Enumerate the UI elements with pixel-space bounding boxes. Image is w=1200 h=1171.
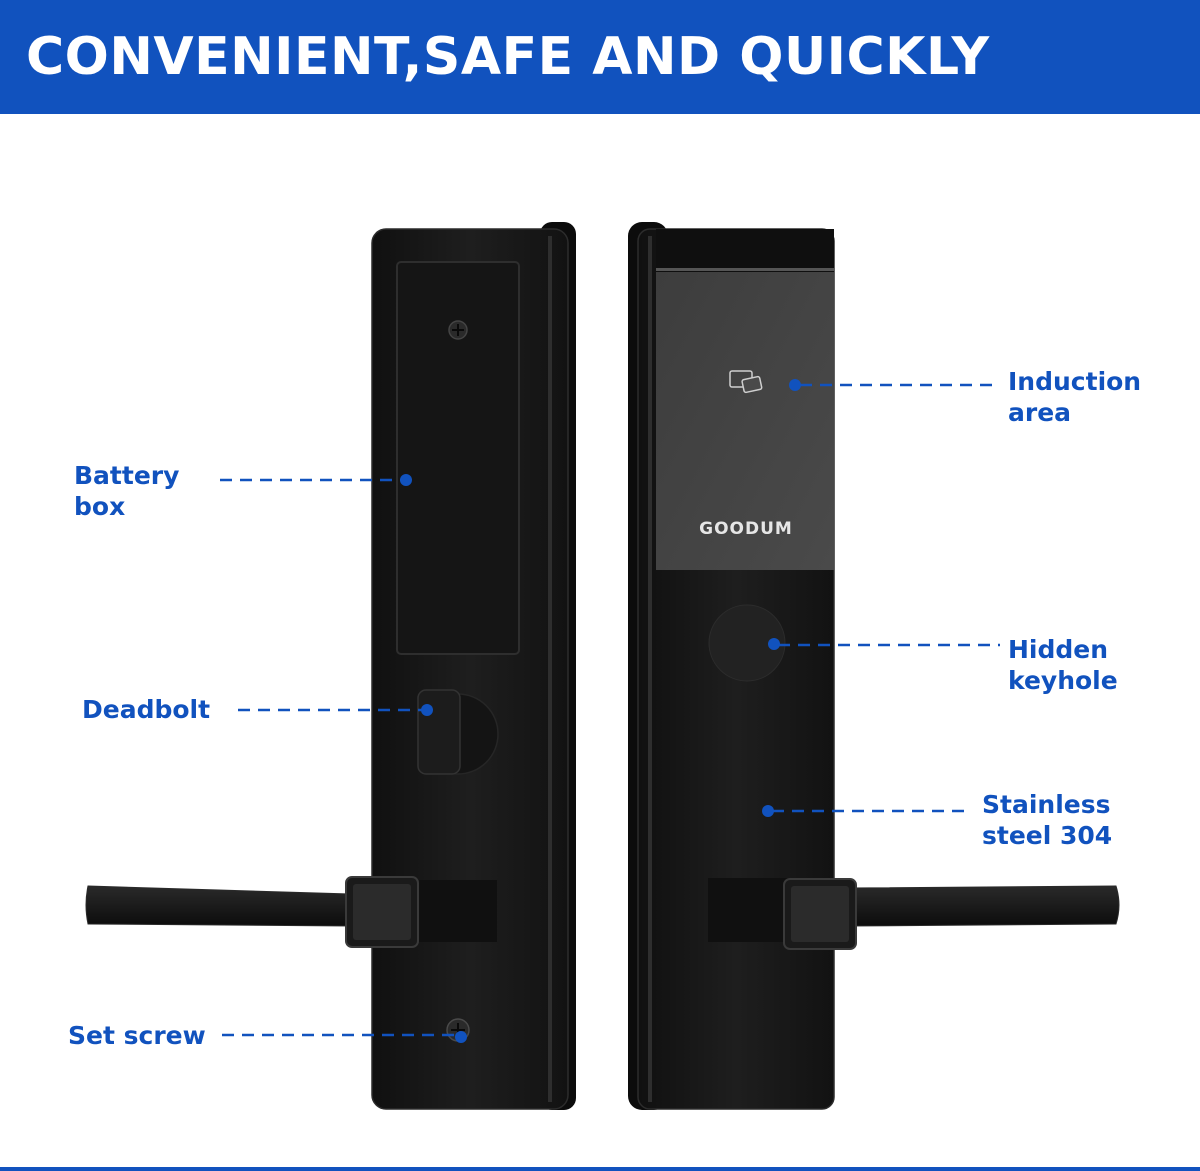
set-screw-dot xyxy=(455,1031,467,1043)
bottom-accent-line xyxy=(0,1167,1200,1171)
battery-box-cover xyxy=(396,261,520,655)
inside-lever-handle xyxy=(85,876,497,948)
hidden-keyhole-dot xyxy=(768,638,780,650)
deadbolt-label-line1: Deadbolt xyxy=(82,695,211,724)
hidden-keyhole-cover xyxy=(708,604,786,682)
induction-area-label: Induction area xyxy=(1008,366,1141,428)
hidden-keyhole-label-line1: Hidden xyxy=(1008,635,1109,664)
set-screw-label-line1: Set screw xyxy=(68,1021,206,1050)
deadbolt-dot xyxy=(421,704,433,716)
card-reader-icon xyxy=(729,370,763,394)
battery-box-dot xyxy=(400,474,412,486)
battery-box-label-line1: Battery xyxy=(74,461,180,490)
deadbolt-thumbturn xyxy=(417,689,499,775)
hidden-keyhole-label: Hidden keyhole xyxy=(1008,634,1118,696)
stainless-steel-label: Stainless steel 304 xyxy=(982,789,1112,851)
set-screw-label: Set screw xyxy=(68,1020,206,1051)
page-title: CONVENIENT,SAFE AND QUICKLY xyxy=(26,27,990,87)
induction-glass-panel xyxy=(656,229,834,570)
outside-lever-handle xyxy=(708,878,1120,950)
hidden-keyhole-label-line2: keyhole xyxy=(1008,666,1118,695)
deadbolt-label: Deadbolt xyxy=(82,694,210,725)
stainless-steel-label-line1: Stainless xyxy=(982,790,1111,819)
induction-area-label-line1: Induction xyxy=(1008,367,1142,396)
induction-area-dot xyxy=(789,379,801,391)
battery-box-label-line2: box xyxy=(74,492,126,521)
header-banner: CONVENIENT,SAFE AND QUICKLY xyxy=(0,0,1200,114)
stainless-steel-dot xyxy=(762,805,774,817)
battery-box-label: Battery box xyxy=(74,460,179,522)
stainless-steel-label-line2: steel 304 xyxy=(982,821,1113,850)
brand-logo: GOODUM xyxy=(699,519,793,539)
induction-area-label-line2: area xyxy=(1008,398,1072,427)
